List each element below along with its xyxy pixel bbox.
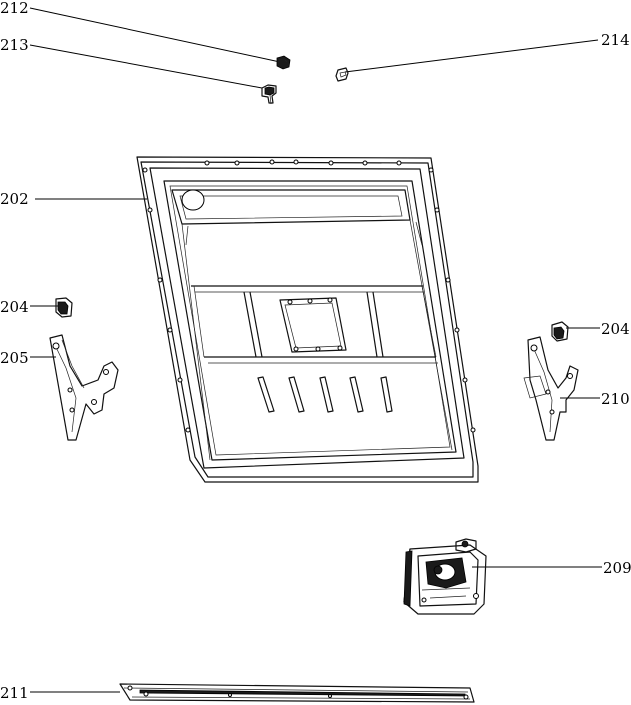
part-205-left-hinge — [49, 334, 119, 441]
label-212: 212 — [0, 0, 29, 17]
part-204-right-clip — [551, 321, 569, 342]
label-214: 214 — [601, 31, 630, 49]
part-211-strip — [119, 683, 475, 703]
part-210-right-hinge — [523, 336, 579, 441]
part-202-door-panel — [136, 156, 479, 483]
label-211: 211 — [0, 684, 29, 702]
part-204-left-clip — [55, 297, 73, 318]
label-202: 202 — [0, 190, 29, 208]
label-204-right: 204 — [601, 320, 630, 338]
part-209-dispenser — [403, 538, 487, 615]
part-213-clip — [261, 84, 277, 105]
label-213: 213 — [0, 36, 29, 54]
panel-slots — [257, 376, 393, 413]
frame-holes — [142, 159, 476, 433]
label-210: 210 — [601, 390, 630, 408]
leader-lines — [29, 7, 602, 693]
label-209: 209 — [603, 559, 631, 577]
part-214-clip — [335, 67, 349, 82]
part-212-clip — [276, 55, 291, 70]
label-204-left: 204 — [0, 298, 29, 316]
label-205: 205 — [0, 349, 29, 367]
